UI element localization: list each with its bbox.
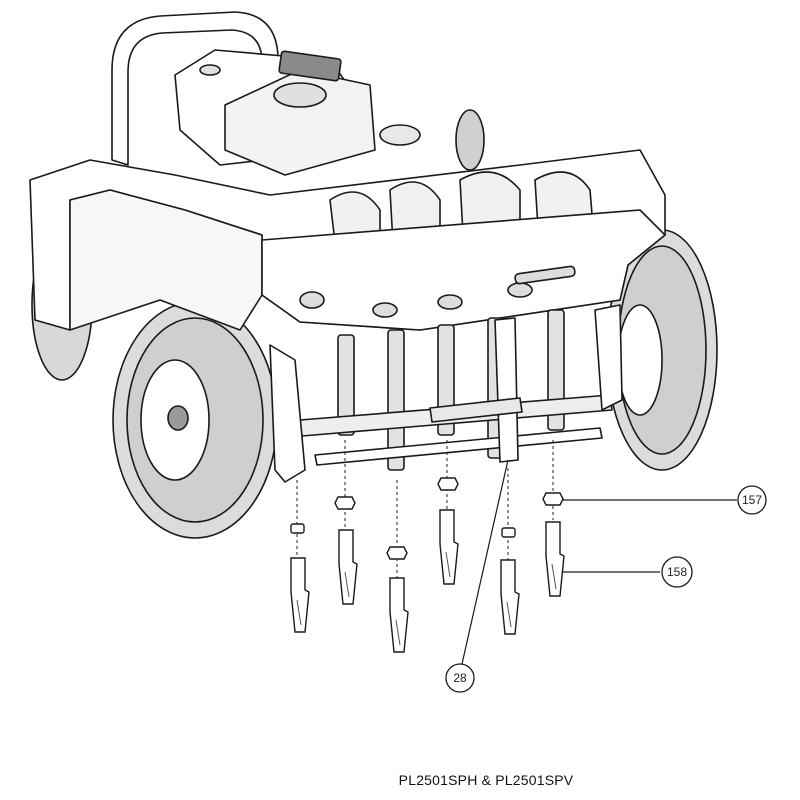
nuts-157 (290, 477, 564, 560)
left-bracket (269, 344, 306, 483)
model-caption-text: PL2501SPH & PL2501SPV (398, 772, 574, 788)
left-wheel (112, 301, 278, 539)
callout-label: 157 (742, 493, 762, 507)
linkage-arm (494, 317, 519, 463)
callout-label: 28 (453, 671, 467, 685)
right-bracket (594, 304, 623, 411)
callout-label: 158 (667, 565, 687, 579)
callout-28: 28 (445, 663, 475, 693)
aerator-machine (29, 11, 718, 539)
callout-158: 158 (661, 556, 693, 588)
front-plate (261, 209, 666, 331)
axle (314, 427, 603, 466)
plate-slots (299, 265, 576, 318)
assembly-lines (296, 440, 554, 578)
model-caption: PL2501SPH & PL2501SPV (0, 772, 800, 788)
callout-157: 157 (737, 485, 767, 515)
tine-flutes (296, 551, 557, 646)
tines-158 (290, 509, 565, 653)
linkage-pivot (429, 397, 523, 423)
engine (174, 49, 421, 176)
leader-lines (461, 459, 737, 665)
